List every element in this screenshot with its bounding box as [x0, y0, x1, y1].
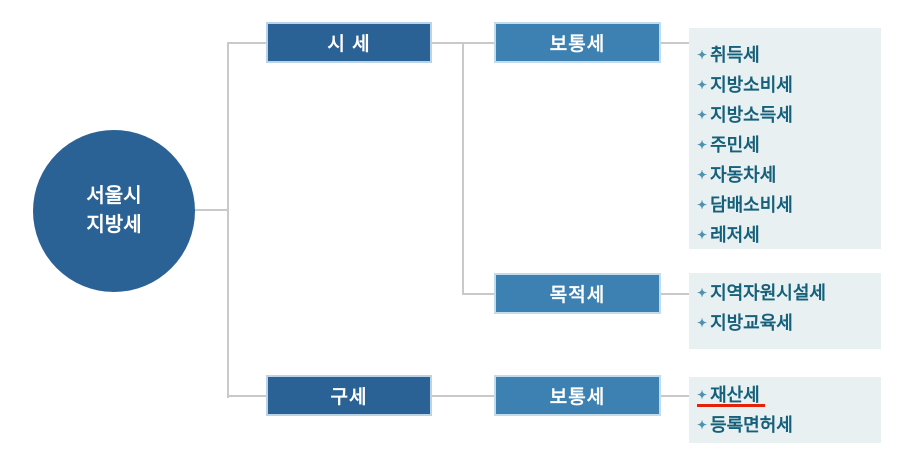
- connector-trunk-vertical: [227, 42, 229, 398]
- box-ordinary-tax-district: 보통세: [494, 375, 661, 416]
- root-node-label: 서울시 지방세: [86, 185, 142, 236]
- connector-city-branch-vertical: [462, 42, 464, 295]
- connector-root-trunk: [194, 209, 228, 211]
- connector-to-district-tax: [227, 395, 267, 397]
- tax-item-label: 지방소득세: [710, 105, 793, 125]
- tax-item: ✦레저세: [697, 221, 881, 251]
- box-city-tax: 시 세: [266, 22, 432, 63]
- box-district-tax-label: 구세: [330, 387, 368, 408]
- diamond-bullet-icon: ✦: [697, 168, 708, 182]
- connector-district-to-ordinary: [432, 395, 495, 397]
- tax-item-label: 재산세: [710, 385, 760, 405]
- connector-to-city-tax: [227, 42, 267, 44]
- tax-item-label: 지방소비세: [710, 75, 793, 95]
- tax-item: ✦취득세: [697, 41, 881, 71]
- tax-item-label: 레저세: [710, 225, 760, 245]
- tax-item-label: 등록면허세: [710, 415, 793, 435]
- diamond-bullet-icon: ✦: [697, 78, 708, 92]
- box-purpose-tax-label: 목적세: [549, 285, 606, 306]
- diamond-bullet-icon: ✦: [697, 48, 708, 62]
- root-node-seoul-local-tax: 서울시 지방세: [33, 130, 195, 292]
- diamond-bullet-icon: ✦: [697, 316, 708, 330]
- tax-item: ✦지방교육세: [697, 309, 881, 339]
- tax-item-label: 담배소비세: [710, 195, 793, 215]
- red-underline: [697, 404, 765, 407]
- tax-item: ✦주민세: [697, 131, 881, 161]
- tax-item-highlighted: ✦재산세: [697, 381, 881, 411]
- diamond-bullet-icon: ✦: [697, 228, 708, 242]
- tax-item-label: 주민세: [710, 135, 760, 155]
- diamond-bullet-icon: ✦: [697, 108, 708, 122]
- panel-city-purpose-taxes: ✦지역자원시설세 ✦지방교육세: [689, 273, 881, 349]
- tax-item-label: 취득세: [710, 45, 760, 65]
- tax-item: ✦지방소비세: [697, 71, 881, 101]
- tax-item-label: 지방교육세: [710, 313, 793, 333]
- tax-item-label: 자동차세: [710, 165, 777, 185]
- box-purpose-tax: 목적세: [494, 273, 661, 314]
- connector-ordinary-to-panel1: [661, 42, 689, 44]
- tax-item: ✦등록면허세: [697, 411, 881, 441]
- box-ordinary-tax-district-label: 보통세: [549, 387, 606, 408]
- box-ordinary-tax-city-label: 보통세: [549, 34, 606, 55]
- diamond-bullet-icon: ✦: [697, 418, 708, 432]
- connector-to-purpose-tax: [462, 293, 495, 295]
- connector-purpose-to-panel2: [661, 293, 689, 295]
- tax-item: ✦담배소비세: [697, 191, 881, 221]
- tax-item: ✦자동차세: [697, 161, 881, 191]
- diamond-bullet-icon: ✦: [697, 286, 708, 300]
- diamond-bullet-icon: ✦: [697, 138, 708, 152]
- tax-item: ✦지역자원시설세: [697, 279, 881, 309]
- tax-item-label: 지역자원시설세: [710, 283, 826, 303]
- panel-city-ordinary-taxes: ✦취득세 ✦지방소비세 ✦지방소득세 ✦주민세 ✦자동차세 ✦담배소비세 ✦레저…: [689, 28, 881, 249]
- diamond-bullet-icon: ✦: [697, 388, 708, 402]
- box-city-tax-label: 시 세: [327, 34, 371, 55]
- connector-ordinary2-to-panel3: [661, 395, 689, 397]
- panel-district-ordinary-taxes: ✦재산세 ✦등록면허세: [689, 377, 881, 443]
- box-ordinary-tax-city: 보통세: [494, 22, 661, 63]
- box-district-tax: 구세: [266, 375, 432, 416]
- tax-item: ✦지방소득세: [697, 101, 881, 131]
- diamond-bullet-icon: ✦: [697, 198, 708, 212]
